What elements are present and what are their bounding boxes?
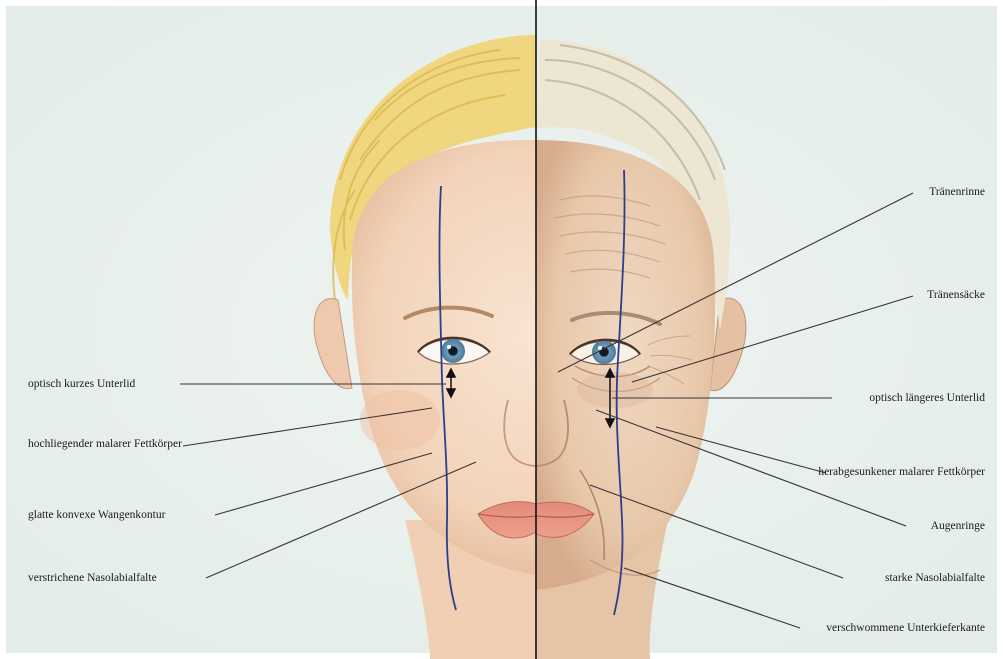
label-traenenrinne: Tränenrinne <box>929 185 985 199</box>
label-nasolabialfalte-verstrichen: verstrichene Nasolabialfalte <box>28 571 157 585</box>
label-malarer-fettkoerper-hoch: hochliegender malarer Fettkörper <box>28 437 188 451</box>
label-wangenkontur: glatte konvexe Wangenkontur <box>28 508 165 522</box>
label-augenringe: Augenringe <box>931 519 985 533</box>
label-nasolabialfalte-stark: starke Nasolabialfalte <box>885 571 985 585</box>
label-laengeres-unterlid: optisch längeres Unterlid <box>869 391 985 405</box>
label-kurzes-unterlid: optisch kurzes Unterlid <box>28 377 135 391</box>
label-traenensaecke: Tränensäcke <box>927 288 985 302</box>
label-malarer-fettkoerper-herab: herabgesunkener malarer Fettkörper <box>815 465 985 479</box>
label-unterkieferkante: verschwommene Unterkieferkante <box>826 621 985 635</box>
